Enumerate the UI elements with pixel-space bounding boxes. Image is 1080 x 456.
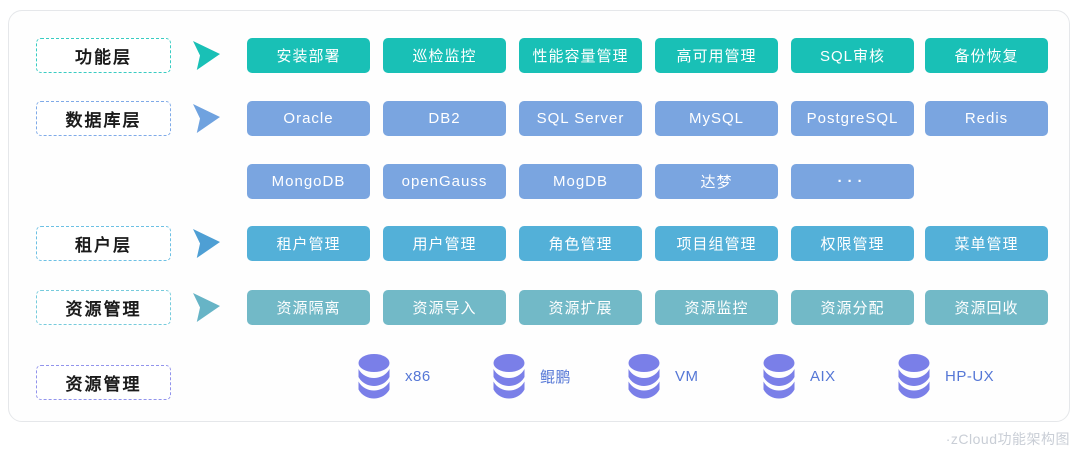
database-icon xyxy=(493,354,525,399)
platform-vm: VM xyxy=(626,353,699,399)
node-mogdb: MogDB xyxy=(519,164,642,199)
platform-label: x86 xyxy=(405,367,431,385)
arrow-right-icon-function xyxy=(193,41,220,70)
node-opengauss: openGauss xyxy=(383,164,506,199)
infrastructure-row: 资源管理 x86 鲲鹏 xyxy=(9,353,1069,400)
platform-hpux: HP-UX xyxy=(896,353,994,399)
node-oracle: Oracle xyxy=(247,101,370,136)
node-resource-allocation: 资源分配 xyxy=(791,290,914,325)
database-icon xyxy=(628,354,660,399)
layer-row-database: 数据库层 Oracle DB2 SQL Server MySQL Postgre… xyxy=(9,101,1069,136)
node-resource-recovery: 资源回收 xyxy=(925,290,1048,325)
node-inspect-monitor: 巡检监控 xyxy=(383,38,506,73)
arrow-right-icon-resource xyxy=(193,293,220,322)
node-mongodb: MongoDB xyxy=(247,164,370,199)
platform-kunpeng: 鲲鹏 xyxy=(491,353,571,399)
node-install-deploy: 安装部署 xyxy=(247,38,370,73)
database-icon xyxy=(358,354,390,399)
node-tenant-mgmt: 租户管理 xyxy=(247,226,370,261)
platform-label: AIX xyxy=(810,367,836,385)
layer-row-function: 功能层 安装部署 巡检监控 性能容量管理 高可用管理 SQL审核 备份恢复 xyxy=(9,38,1069,73)
database-icon xyxy=(763,354,795,399)
node-high-availability: 高可用管理 xyxy=(655,38,778,73)
node-redis: Redis xyxy=(925,101,1048,136)
node-sql-audit: SQL审核 xyxy=(791,38,914,73)
arrow-right-icon-database xyxy=(193,104,220,133)
node-dameng: 达梦 xyxy=(655,164,778,199)
node-resource-import: 资源导入 xyxy=(383,290,506,325)
node-db2: DB2 xyxy=(383,101,506,136)
platform-label: VM xyxy=(675,367,699,385)
layer-label-resource: 资源管理 xyxy=(36,290,171,325)
platform-label: HP-UX xyxy=(945,367,995,385)
diagram-panel: 功能层 安装部署 巡检监控 性能容量管理 高可用管理 SQL审核 备份恢复 数据… xyxy=(8,10,1070,422)
layer-row-database-2: MongoDB openGauss MogDB 达梦 ··· xyxy=(9,164,1069,199)
layer-label-function: 功能层 xyxy=(36,38,171,73)
node-performance-capacity: 性能容量管理 xyxy=(519,38,642,73)
layer-label-tenant: 租户层 xyxy=(36,226,171,261)
node-sqlserver: SQL Server xyxy=(519,101,642,136)
node-menu-mgmt: 菜单管理 xyxy=(925,226,1048,261)
node-user-mgmt: 用户管理 xyxy=(383,226,506,261)
node-project-group-mgmt: 项目组管理 xyxy=(655,226,778,261)
node-postgresql: PostgreSQL xyxy=(791,101,914,136)
node-mysql: MySQL xyxy=(655,101,778,136)
layer-row-resource: 资源管理 资源隔离 资源导入 资源扩展 资源监控 资源分配 资源回收 xyxy=(9,290,1069,325)
layer-label-database: 数据库层 xyxy=(36,101,171,136)
node-resource-expansion: 资源扩展 xyxy=(519,290,642,325)
node-permission-mgmt: 权限管理 xyxy=(791,226,914,261)
node-ellipsis: ··· xyxy=(791,164,914,199)
node-backup-recovery: 备份恢复 xyxy=(925,38,1048,73)
node-resource-monitor: 资源监控 xyxy=(655,290,778,325)
node-resource-isolation: 资源隔离 xyxy=(247,290,370,325)
database-icon xyxy=(898,354,930,399)
platform-aix: AIX xyxy=(761,353,836,399)
arrow-right-icon-tenant xyxy=(193,229,220,258)
platform-label: 鲲鹏 xyxy=(540,368,572,386)
layer-row-tenant: 租户层 租户管理 用户管理 角色管理 项目组管理 权限管理 菜单管理 xyxy=(9,226,1069,261)
node-role-mgmt: 角色管理 xyxy=(519,226,642,261)
platform-x86: x86 xyxy=(356,353,431,399)
diagram-caption: ·zCloud功能架构图 xyxy=(945,431,1070,447)
layer-label-infrastructure: 资源管理 xyxy=(36,365,171,400)
